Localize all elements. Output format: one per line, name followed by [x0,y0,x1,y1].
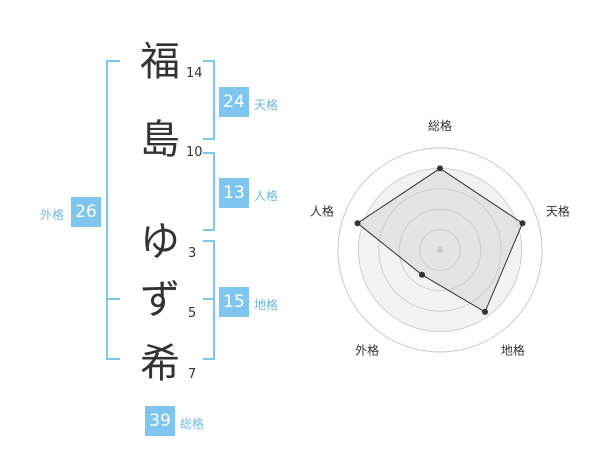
jinkaku-badge: 13 [219,178,249,208]
gaikaku-bracket-top [106,60,120,62]
gaikaku-bracket-bottom [106,358,120,360]
radar-axis-label-3: 地格 [501,342,525,357]
jinkaku-bracket-top [203,152,215,154]
tenkaku-label: 天格 [254,98,279,112]
radar-point-1 [437,165,443,172]
radar-points [354,165,526,315]
name-char-2: 島 [140,117,180,163]
name-char-1: 福 [140,39,180,85]
gaikaku-bracket-mid [106,298,120,300]
chikaku-bracket-mid [203,298,215,300]
stroke-count-4: 5 [188,306,197,321]
radar-center [437,247,443,253]
radar-polygon [356,167,524,313]
radar-ring [419,229,461,271]
chikaku-bracket-vertical [213,240,215,360]
radar-point-2 [519,220,526,227]
jinkaku-label: 人格 [254,189,279,203]
radar-axis-label-4: 外格 [355,342,379,357]
radar-axis-label-1: 総格 [428,118,452,133]
gaikaku-label: 外格 [40,208,65,222]
name-char-3: ゆ [140,219,180,265]
chikaku-label: 地格 [254,298,279,312]
radar-point-3 [481,308,488,315]
gaikaku-bracket-vertical [106,60,108,360]
tenkaku-badge: 24 [219,87,249,117]
tenkaku-bracket-bottom [203,138,215,140]
soukaku-label: 総格 [180,417,205,431]
radar-rings [337,147,543,353]
name-char-5: 希 [140,341,180,387]
stroke-count-2: 10 [186,145,203,160]
radar-ring [398,208,482,292]
chikaku-badge: 15 [219,287,249,317]
name-char-4: ず [140,277,180,323]
chikaku-bracket-bottom [203,358,215,360]
tenkaku-bracket-top [203,60,215,62]
soukaku-badge: 39 [145,406,175,436]
radar-point-5 [354,220,361,227]
jinkaku-bracket-vertical [213,152,215,231]
stroke-count-1: 14 [186,66,203,81]
radar-axis-label-5: 人格 [310,204,334,219]
radar-point-4 [419,271,426,278]
chikaku-bracket-top [203,240,215,242]
radar-axis-label-2: 天格 [546,204,570,219]
stroke-count-3: 3 [188,246,197,261]
jinkaku-bracket-bottom [203,229,215,231]
gaikaku-badge: 26 [71,197,101,227]
radar-ring [378,188,502,312]
stroke-count-5: 7 [188,367,197,382]
tenkaku-bracket-vertical [213,60,215,140]
